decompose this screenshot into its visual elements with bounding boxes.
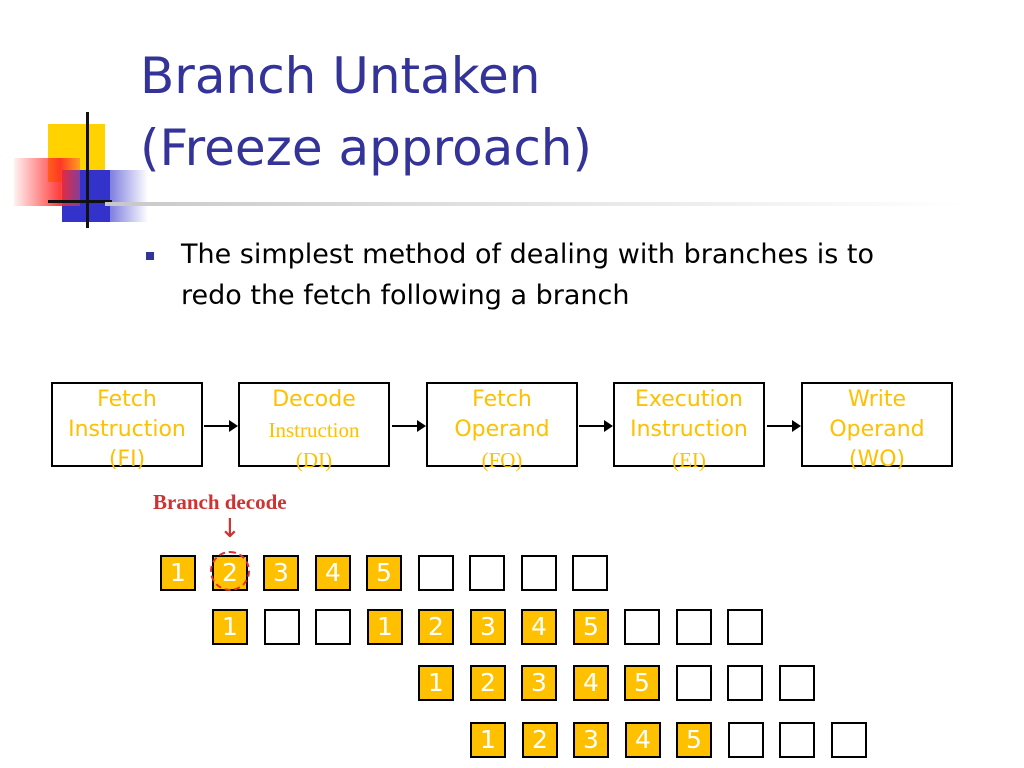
title-line-2: (Freeze approach): [140, 119, 593, 177]
title-line-1: Branch Untaken: [140, 47, 541, 105]
empty-cell: [469, 555, 505, 591]
instruction-cell: 2: [470, 665, 506, 701]
stage-line: Operand: [454, 417, 550, 442]
stage-line: Instruction: [268, 418, 360, 442]
empty-cell: [418, 555, 454, 591]
empty-cell: [727, 609, 763, 645]
branch-decode-label: Branch decode: [153, 490, 287, 514]
bullet-line-2: redo the fetch following a branch: [181, 280, 630, 311]
logo-red-gradient: [14, 158, 80, 206]
bullet-line-1: The simplest method of dealing with bran…: [181, 239, 874, 270]
empty-cell: [728, 722, 764, 758]
slide-title: Branch Untaken (Freeze approach): [140, 40, 592, 184]
empty-cell: [676, 665, 712, 701]
instruction-cell: 5: [366, 555, 402, 591]
instruction-cell: 3: [521, 665, 557, 701]
instruction-cell: 4: [573, 665, 609, 701]
instruction-cell: 5: [676, 722, 712, 758]
logo-horizontal-line: [48, 200, 112, 203]
down-arrow-icon: ↓: [219, 514, 241, 544]
stage-execution-instruction: Execution Instruction (EI): [613, 382, 765, 472]
empty-cell: [779, 665, 815, 701]
empty-cell: [779, 722, 815, 758]
stage-fetch-operand: Fetch Operand (FO): [426, 382, 578, 472]
stage-write-operand: Write Operand (WO): [801, 382, 953, 472]
stage-fetch-instruction: Fetch Instruction (FI): [51, 382, 203, 472]
instruction-cell: 4: [625, 722, 661, 758]
instruction-cell: 3: [573, 722, 609, 758]
stage-line: (WO): [848, 447, 906, 472]
instruction-cell: 5: [573, 609, 609, 645]
highlight-circle: [210, 551, 250, 591]
instruction-cell: 1: [470, 722, 506, 758]
empty-cell: [831, 722, 867, 758]
instruction-cell: 2: [522, 722, 558, 758]
instruction-cell: 4: [521, 609, 557, 645]
arrow-icon: [767, 420, 801, 432]
stage-line: Operand: [829, 417, 925, 442]
instruction-cell: 1: [212, 609, 248, 645]
stage-line: Fetch: [97, 387, 157, 412]
title-divider: [105, 202, 965, 206]
stage-line: (EI): [672, 448, 706, 472]
instruction-cell: 3: [263, 555, 299, 591]
stage-line: Fetch: [472, 387, 532, 412]
stage-line: (DI): [295, 448, 333, 472]
bullet-marker: [146, 252, 154, 260]
logo-vertical-line: [86, 112, 89, 228]
empty-cell: [521, 555, 557, 591]
empty-cell: [264, 609, 300, 645]
bullet-text: The simplest method of dealing with bran…: [181, 234, 981, 316]
instruction-cell: 2: [418, 609, 454, 645]
stage-line: Write: [847, 387, 907, 412]
arrow-icon: [204, 420, 238, 432]
stage-line: Execution: [635, 387, 743, 412]
empty-cell: [676, 609, 712, 645]
stage-decode-instruction: Decode Instruction (DI): [238, 382, 390, 472]
instruction-cell: 3: [470, 609, 506, 645]
instruction-cell: 1: [418, 665, 454, 701]
arrow-icon: [392, 420, 426, 432]
empty-cell: [624, 609, 660, 645]
stage-line: (FO): [481, 448, 523, 472]
empty-cell: [727, 665, 763, 701]
empty-cell: [572, 555, 608, 591]
instruction-cell: 1: [160, 555, 196, 591]
arrow-icon: [579, 420, 613, 432]
stage-line: Instruction: [630, 417, 748, 442]
empty-cell: [315, 609, 351, 645]
stage-line: (FI): [108, 447, 146, 472]
instruction-cell: 4: [315, 555, 351, 591]
instruction-cell: 5: [624, 665, 660, 701]
stage-line: Decode: [272, 387, 356, 412]
instruction-cell: 1: [367, 609, 403, 645]
stage-line: Instruction: [68, 417, 186, 442]
